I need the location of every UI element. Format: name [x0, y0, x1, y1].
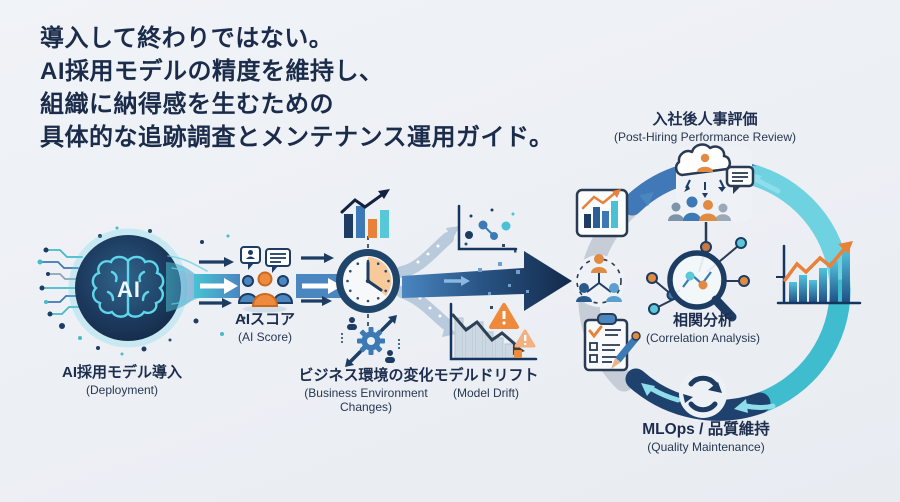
speech-bubble-icon — [725, 165, 755, 194]
team-network-icon — [573, 254, 625, 307]
post-hiring-review-sublabel: (Post-Hiring Performance Review) — [613, 130, 797, 144]
checklist-icon — [583, 313, 641, 372]
arrow-set-b — [296, 253, 342, 306]
title-line-2: AI採用モデルの精度を維持し、 — [40, 58, 384, 85]
speech-bubble-person-icon — [240, 246, 261, 270]
title-line-3: 組織に納得感を生むための — [40, 91, 334, 118]
model-drift-sublabel: (Model Drift) — [452, 386, 519, 400]
team-review-icon — [668, 196, 731, 221]
ai-score-sublabel: (AI Score) — [237, 330, 292, 344]
pencil-icon — [611, 331, 641, 369]
speech-bubble-lines-icon — [265, 248, 291, 273]
model-drift-label: モデルドリフト — [433, 367, 539, 384]
label-ai-score: AIスコア (AI Score) — [207, 311, 323, 345]
circuit-lines-icon — [37, 247, 83, 317]
label-deployment: AI採用モデル導入 (Deployment) — [36, 364, 208, 398]
declining-chart-icon — [449, 302, 538, 361]
label-post-hiring-review: 入社後人事評価 (Post-Hiring Performance Review) — [575, 111, 835, 145]
people-group-icon — [237, 246, 294, 313]
cloud-person-icon — [668, 143, 755, 222]
page-title: 導入して終わりではない。 AI採用モデルの精度を維持し、 組織に納得感を生むため… — [40, 22, 600, 154]
business-environment-label: ビジネス環境の変化 — [298, 367, 434, 384]
big-flow-arrow — [402, 244, 572, 311]
ring-arrow-bottom-right — [734, 399, 748, 413]
growth-chart-icon — [776, 241, 862, 305]
mlops-label: MLOps / 品質維持 — [642, 421, 770, 438]
decor-dots — [59, 226, 246, 356]
label-correlation-analysis: 相関分析 (Correlation Analysis) — [613, 312, 793, 346]
ai-score-label: AIスコア — [234, 311, 295, 328]
ring-arrow-top-left — [639, 192, 654, 206]
warning-icon — [489, 303, 536, 348]
framed-chart-icon — [575, 188, 629, 238]
deployment-sublabel: (Deployment) — [85, 383, 159, 397]
label-model-drift: モデルドリフト (Model Drift) — [423, 367, 549, 401]
label-business-environment: ビジネス環境の変化 (Business Environment Changes) — [290, 367, 442, 414]
scatter-plot-icon — [457, 204, 518, 251]
title-line-4: 具体的な追跡調査とメンテナンス運用ガイド。 — [40, 124, 554, 151]
post-hiring-review-label: 入社後人事評価 — [652, 111, 758, 128]
ring-arrow-bottom-left — [641, 383, 655, 396]
gear-change-icon — [341, 315, 400, 367]
business-change-group — [336, 189, 400, 367]
business-environment-sublabel-1: (Business Environment — [304, 386, 428, 400]
mlops-sublabel: (Quality Maintenance) — [647, 440, 765, 454]
bar-chart-up-icon — [340, 189, 390, 238]
magnifier-network-icon — [646, 222, 750, 322]
correlation-analysis-sublabel: (Correlation Analysis) — [645, 331, 761, 345]
clock-icon — [336, 249, 400, 313]
ai-brain-icon: AI — [68, 228, 188, 348]
title-line-1: 導入して終わりではない。 — [40, 25, 334, 52]
label-mlops: MLOps / 品質維持 (Quality Maintenance) — [596, 421, 816, 455]
arrow-set-a — [194, 257, 240, 308]
business-environment-sublabel-2: Changes) — [339, 399, 393, 414]
refresh-cycle-icon — [679, 370, 727, 418]
ai-badge: AI — [117, 277, 141, 302]
correlation-analysis-label: 相関分析 — [672, 312, 733, 329]
deployment-label: AI採用モデル導入 — [61, 364, 182, 381]
